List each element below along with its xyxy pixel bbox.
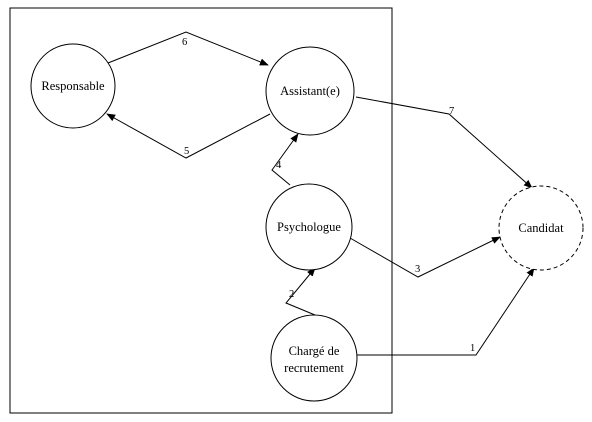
node-label-responsable: Responsable [41, 79, 105, 93]
node-assistant: Assistant(e) [265, 46, 355, 136]
node-label-charge-line1: Chargé de [289, 344, 340, 358]
edge-label-4: 4 [276, 160, 282, 171]
node-responsable: Responsable [30, 43, 116, 129]
edge-3: 3 [349, 236, 501, 278]
edge-label-5: 5 [184, 146, 189, 157]
node-label-psychologue: Psychologue [277, 220, 341, 234]
edge-2: 2 [285, 267, 316, 316]
edge-label-2: 2 [289, 289, 294, 300]
edge-label-6: 6 [182, 37, 187, 48]
edge-6: 6 [107, 31, 269, 66]
edge-label-7: 7 [449, 106, 454, 117]
edge-7: 7 [355, 96, 533, 189]
node-charge-de-recrutement: Chargé de recrutement [270, 314, 358, 402]
node-label-charge-line2: recrutement [284, 361, 344, 375]
edge-label-1: 1 [470, 343, 475, 354]
node-candidat: Candidat [498, 185, 584, 271]
edge-1: 1 [356, 267, 535, 356]
node-label-candidat: Candidat [518, 221, 564, 235]
node-label-assistant: Assistant(e) [280, 84, 340, 98]
edge-4: 4 [271, 133, 299, 186]
organization-boundary [9, 7, 393, 414]
edge-label-3: 3 [415, 264, 420, 275]
edge-5: 5 [106, 113, 271, 159]
node-psychologue: Psychologue [265, 183, 353, 271]
